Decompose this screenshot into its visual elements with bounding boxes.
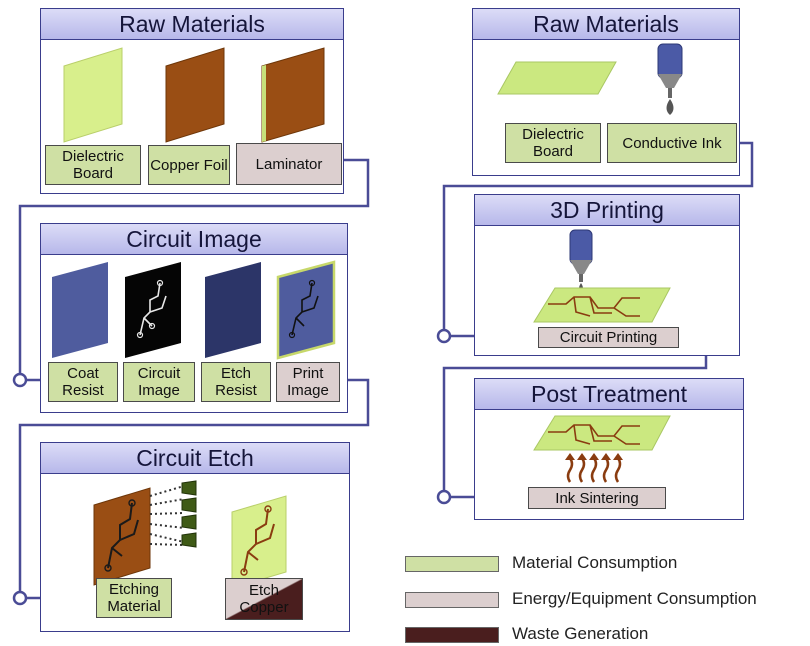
box-etch-copper: Etch Copper — [225, 578, 303, 620]
legend-label-waste: Waste Generation — [512, 624, 649, 643]
panel-title: Raw Materials — [473, 9, 739, 40]
spray-nozzles-icon — [181, 480, 197, 548]
node-circle — [436, 489, 452, 505]
legend-swatch-energy — [405, 592, 499, 608]
box-print-image: Print Image — [276, 362, 340, 402]
etch-copper-label: Etch Copper — [239, 582, 289, 616]
panel-title: 3D Printing — [475, 195, 739, 226]
laminate-edge-icon — [262, 65, 266, 142]
box-laminator: Laminator — [236, 143, 342, 185]
box-copper-foil: Copper Foil — [148, 145, 230, 185]
legend-swatch-material — [405, 556, 499, 572]
etched-trace-icon — [107, 502, 139, 569]
panel-title: Circuit Etch — [41, 443, 349, 474]
sintered-trace-icon — [548, 424, 640, 445]
box-coat-resist: Coat Resist — [48, 362, 118, 402]
copper-foil-icon — [165, 47, 225, 143]
sintered-substrate-icon — [533, 415, 671, 451]
box-dielectric-board: Dielectric Board — [45, 145, 141, 185]
circuit-image-mask-icon — [125, 262, 181, 358]
printed-substrate-icon — [533, 287, 671, 323]
panel-title: Raw Materials — [41, 9, 343, 40]
legend-swatch-waste — [405, 627, 499, 643]
heat-arrows-icon — [566, 457, 622, 483]
box-conductive-ink: Conductive Ink — [607, 123, 737, 163]
node-circle — [436, 328, 452, 344]
printed-trace-icon — [291, 282, 319, 336]
dielectric-sheet-icon — [497, 61, 617, 95]
panel-title: Circuit Image — [41, 224, 347, 255]
etch-resist-icon — [205, 262, 261, 358]
box-dielectric-board-right: Dielectric Board — [505, 123, 601, 163]
box-circuit-printing: Circuit Printing — [538, 327, 679, 348]
dielectric-board-icon — [63, 47, 123, 143]
dispenser-nozzle — [658, 74, 682, 88]
panel-title: Post Treatment — [475, 379, 743, 410]
printed-trace-icon — [548, 296, 640, 317]
box-ink-sintering: Ink Sintering — [528, 487, 666, 509]
box-circuit-image: Circuit Image — [123, 362, 195, 402]
box-etch-resist: Etch Resist — [201, 362, 271, 402]
ink-drop-icon — [666, 99, 674, 115]
copper-trace-icon — [243, 508, 275, 573]
box-etching-material: Etching Material — [96, 578, 172, 618]
legend-label-material: Material Consumption — [512, 553, 678, 572]
spray-lines — [149, 485, 185, 546]
node-circle — [12, 372, 28, 388]
node-circle — [12, 590, 28, 606]
circuit-trace-icon — [139, 282, 167, 336]
legend-label-energy: Energy/Equipment Consumption — [512, 589, 757, 608]
copper-board-icon — [93, 487, 151, 586]
coat-resist-icon — [52, 262, 108, 358]
